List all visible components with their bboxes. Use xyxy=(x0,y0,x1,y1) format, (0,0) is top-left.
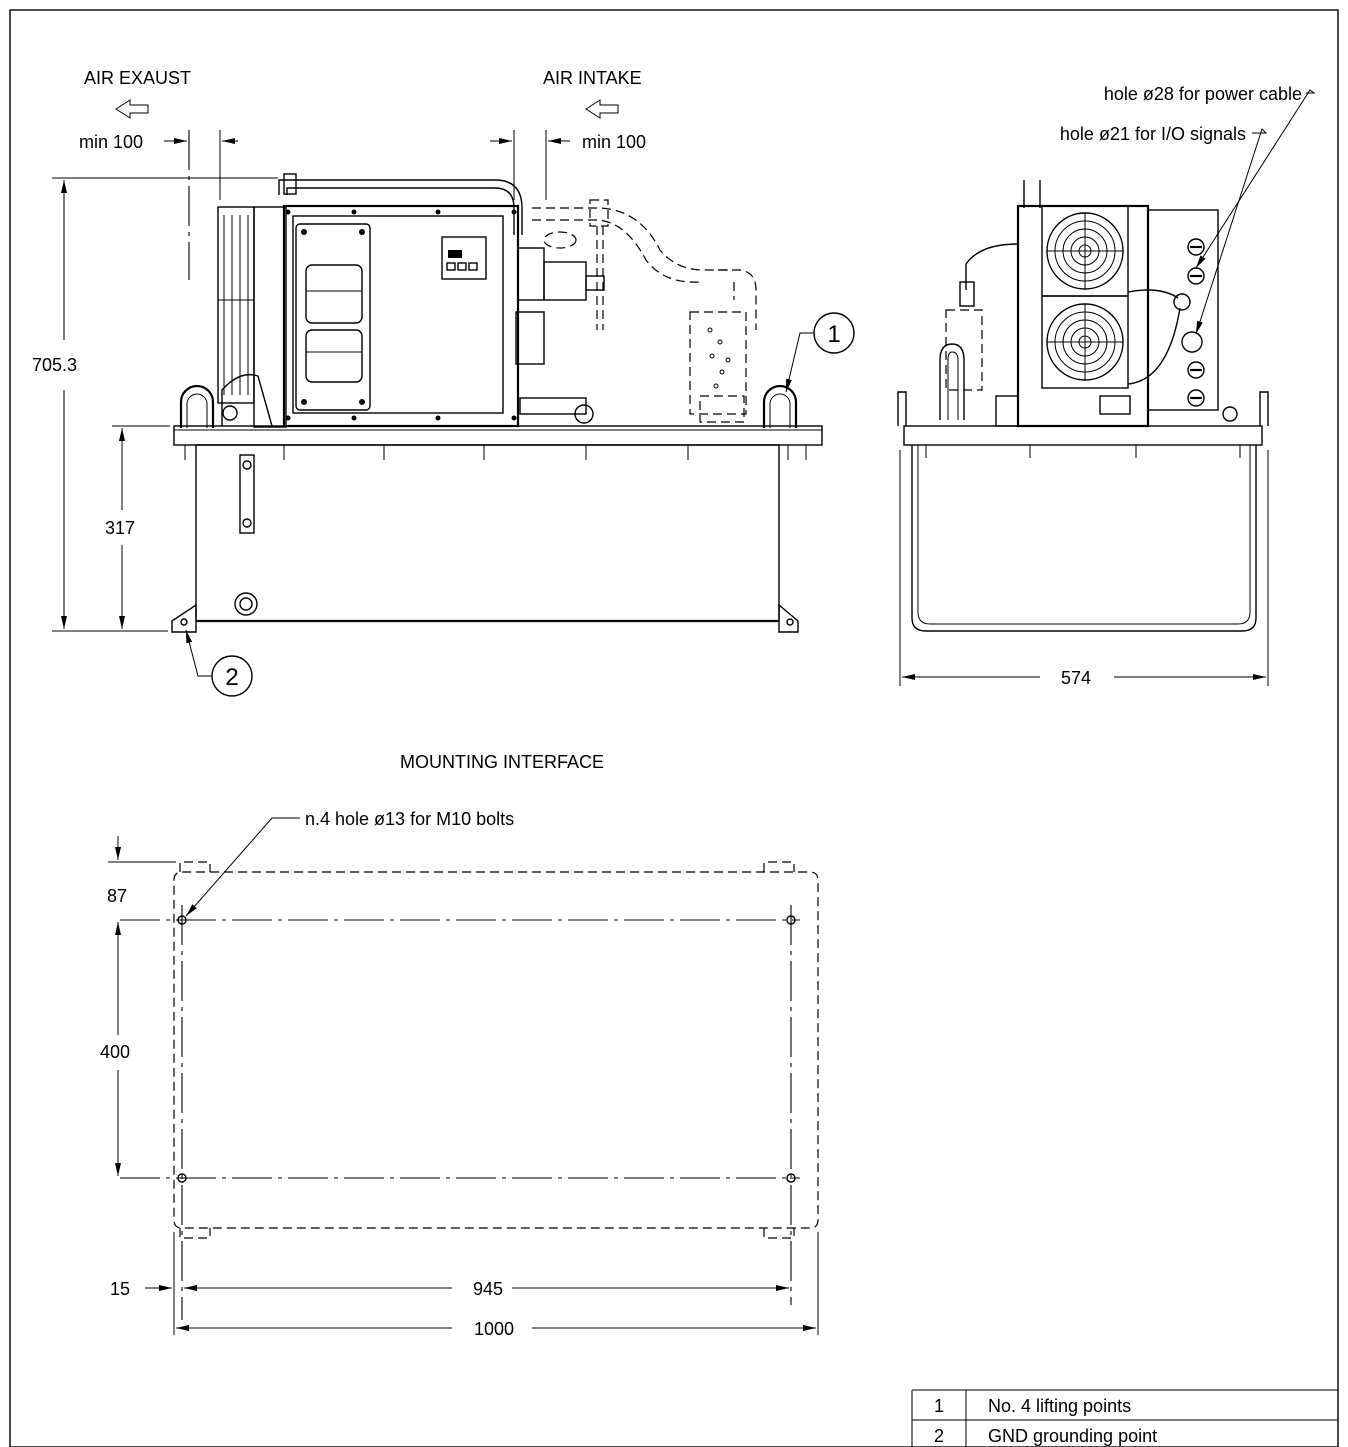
fan-bottom-icon xyxy=(1046,303,1124,381)
controller-display xyxy=(441,236,487,280)
mount-hole xyxy=(177,915,187,925)
dim-mount-total-width: 1000 xyxy=(474,1319,514,1339)
mount-hole xyxy=(786,915,796,925)
level-gauge xyxy=(239,454,255,534)
side-dimensions xyxy=(899,89,1316,686)
mount-hole xyxy=(177,1173,187,1183)
min-clearance-right: min 100 xyxy=(582,132,646,152)
fan-housing-left xyxy=(217,206,255,404)
air-intake-label: AIR INTAKE xyxy=(543,68,642,88)
legend-row-2-desc: GND grounding point xyxy=(988,1426,1157,1446)
air-exhaust-arrow xyxy=(115,99,149,119)
top-plate xyxy=(173,425,823,446)
fan-top-icon xyxy=(1046,212,1124,290)
top-pipe xyxy=(278,179,523,235)
dim-mount-spacing-x: 945 xyxy=(473,1279,503,1299)
electrical-box xyxy=(282,204,520,428)
dim-mount-offset-left: 15 xyxy=(110,1279,130,1299)
side-tank xyxy=(911,445,1257,632)
callout-2-number: 2 xyxy=(225,664,238,691)
base-tank xyxy=(195,444,780,622)
drawing-frame xyxy=(9,9,1339,1447)
dim-side-width: 574 xyxy=(1061,668,1091,688)
dim-mount-spacing-y: 400 xyxy=(100,1042,130,1062)
callout-1-number: 1 xyxy=(827,321,840,348)
lifting-eye-right xyxy=(762,384,798,428)
cover-plate xyxy=(295,223,371,411)
hole-power-cable-label: hole ø28 for power cable xyxy=(1104,84,1302,104)
mount-holes-note: n.4 hole ø13 for M10 bolts xyxy=(305,809,514,829)
dim-mount-offset-top: 87 xyxy=(107,886,127,906)
hole-io-signals-label: hole ø21 for I/O signals xyxy=(1060,124,1246,144)
air-exhaust-label: AIR EXAUST xyxy=(84,68,191,88)
front-view xyxy=(171,173,823,633)
dim-base-height: 317 xyxy=(105,518,135,538)
mounting-title: MOUNTING INTERFACE xyxy=(400,752,604,772)
callout-2 xyxy=(185,629,253,697)
front-dimensions xyxy=(52,99,619,632)
drain-plug xyxy=(234,592,258,616)
side-electrical-box xyxy=(1147,209,1219,411)
legend-table xyxy=(911,1389,1338,1447)
side-view xyxy=(897,180,1269,632)
air-intake-arrow xyxy=(585,99,619,119)
legend-row-2-num: 2 xyxy=(934,1426,944,1446)
dim-total-height: 705.3 xyxy=(32,355,77,375)
callout-1 xyxy=(785,312,855,393)
lifting-eye-left xyxy=(179,384,215,428)
mounting-plan xyxy=(108,817,819,1335)
min-clearance-left: min 100 xyxy=(79,132,143,152)
mount-hole xyxy=(786,1173,796,1183)
legend-row-1-num: 1 xyxy=(934,1396,944,1416)
legend-row-1-desc: No. 4 lifting points xyxy=(988,1396,1131,1416)
